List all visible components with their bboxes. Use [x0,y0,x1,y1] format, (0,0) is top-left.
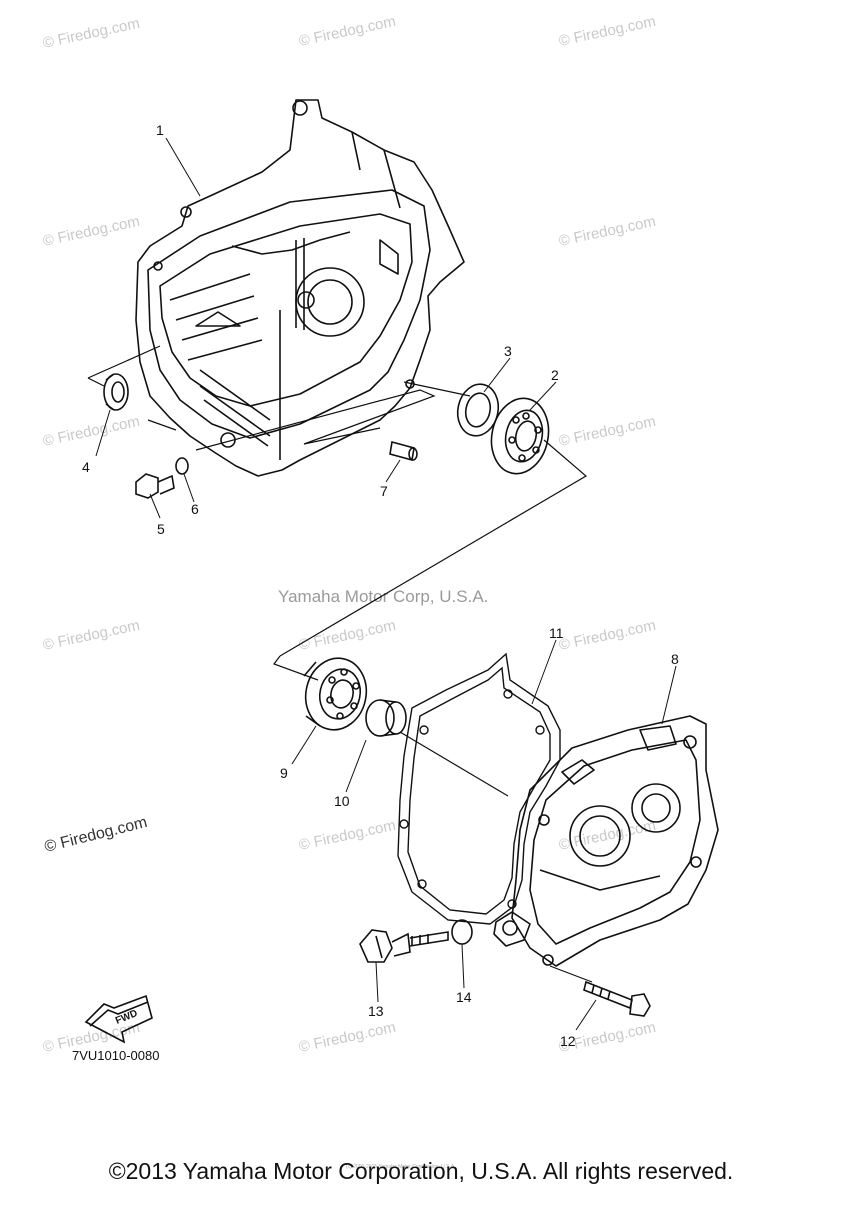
diagram-code: 7VU1010-0080 [72,1048,159,1063]
center-watermark: Yamaha Motor Corp, U.S.A. [278,587,488,606]
watermark: © Firedog.com [557,413,657,450]
fwd-arrow-icon [84,994,153,1044]
watermark: © Firedog.com [41,15,141,52]
part-label-5: 5 [157,521,165,537]
part-label-1: 1 [156,122,164,138]
part-number-labels: 1 2 3 4 5 6 7 8 9 10 11 12 13 14 [82,122,679,1049]
part-label-2: 2 [551,367,559,383]
assembly-lines-top [87,345,588,657]
watermark: © Firedog.com [297,13,397,50]
oil-seal-4 [103,373,129,411]
part-label-11: 11 [549,625,564,641]
part-label-10: 10 [334,793,350,809]
oil-dipstick-13 [359,929,449,963]
watermark: © Firedog.com [557,213,657,250]
watermark: © Firedog.com [41,617,141,654]
crankcase-cover-8 [493,715,719,967]
part-label-7: 7 [380,483,388,499]
part-label-3: 3 [504,343,512,359]
watermark: © Firedog.com [297,617,397,654]
bolt-5 [135,473,175,499]
part-label-4: 4 [82,459,90,475]
watermark: © Firedog.com [41,213,141,250]
part-label-13: 13 [368,1003,384,1019]
watermark: © Firedog.com [557,617,657,654]
part-label-6: 6 [191,501,199,517]
oil-seal-3 [456,383,500,437]
o-ring-14 [451,919,473,945]
part-label-9: 9 [280,765,288,781]
leader-lines [95,137,677,1031]
gasket-11 [397,652,561,925]
watermark: © Firedog.com [41,413,141,450]
part-label-8: 8 [671,651,679,667]
assembly-lines-bottom [273,655,593,983]
bearing-9 [303,657,368,731]
dowel-pin-7 [389,440,418,462]
copyright-notice: ©2013 Yamaha Motor Corporation, U.S.A. A… [108,1158,734,1184]
watermark: © Firedog.com [297,817,397,854]
part-label-12: 12 [560,1033,576,1049]
watermark-layer: © Firedog.com © Firedog.com © Firedog.co… [41,13,657,1056]
bolt-12 [583,980,651,1017]
crankcase-1-drawing [135,99,465,477]
washer-6 [175,457,189,475]
watermark: © Firedog.com [297,1019,397,1056]
watermark-dark: © Firedog.com [43,814,149,856]
plug-10 [365,699,407,737]
part-label-14: 14 [456,989,472,1005]
bearing-2 [490,397,550,475]
tiny-copyright: (c) 2000-2015 Yamaha Motor Corporation, … [346,1164,456,1170]
watermark: © Firedog.com [557,13,657,50]
